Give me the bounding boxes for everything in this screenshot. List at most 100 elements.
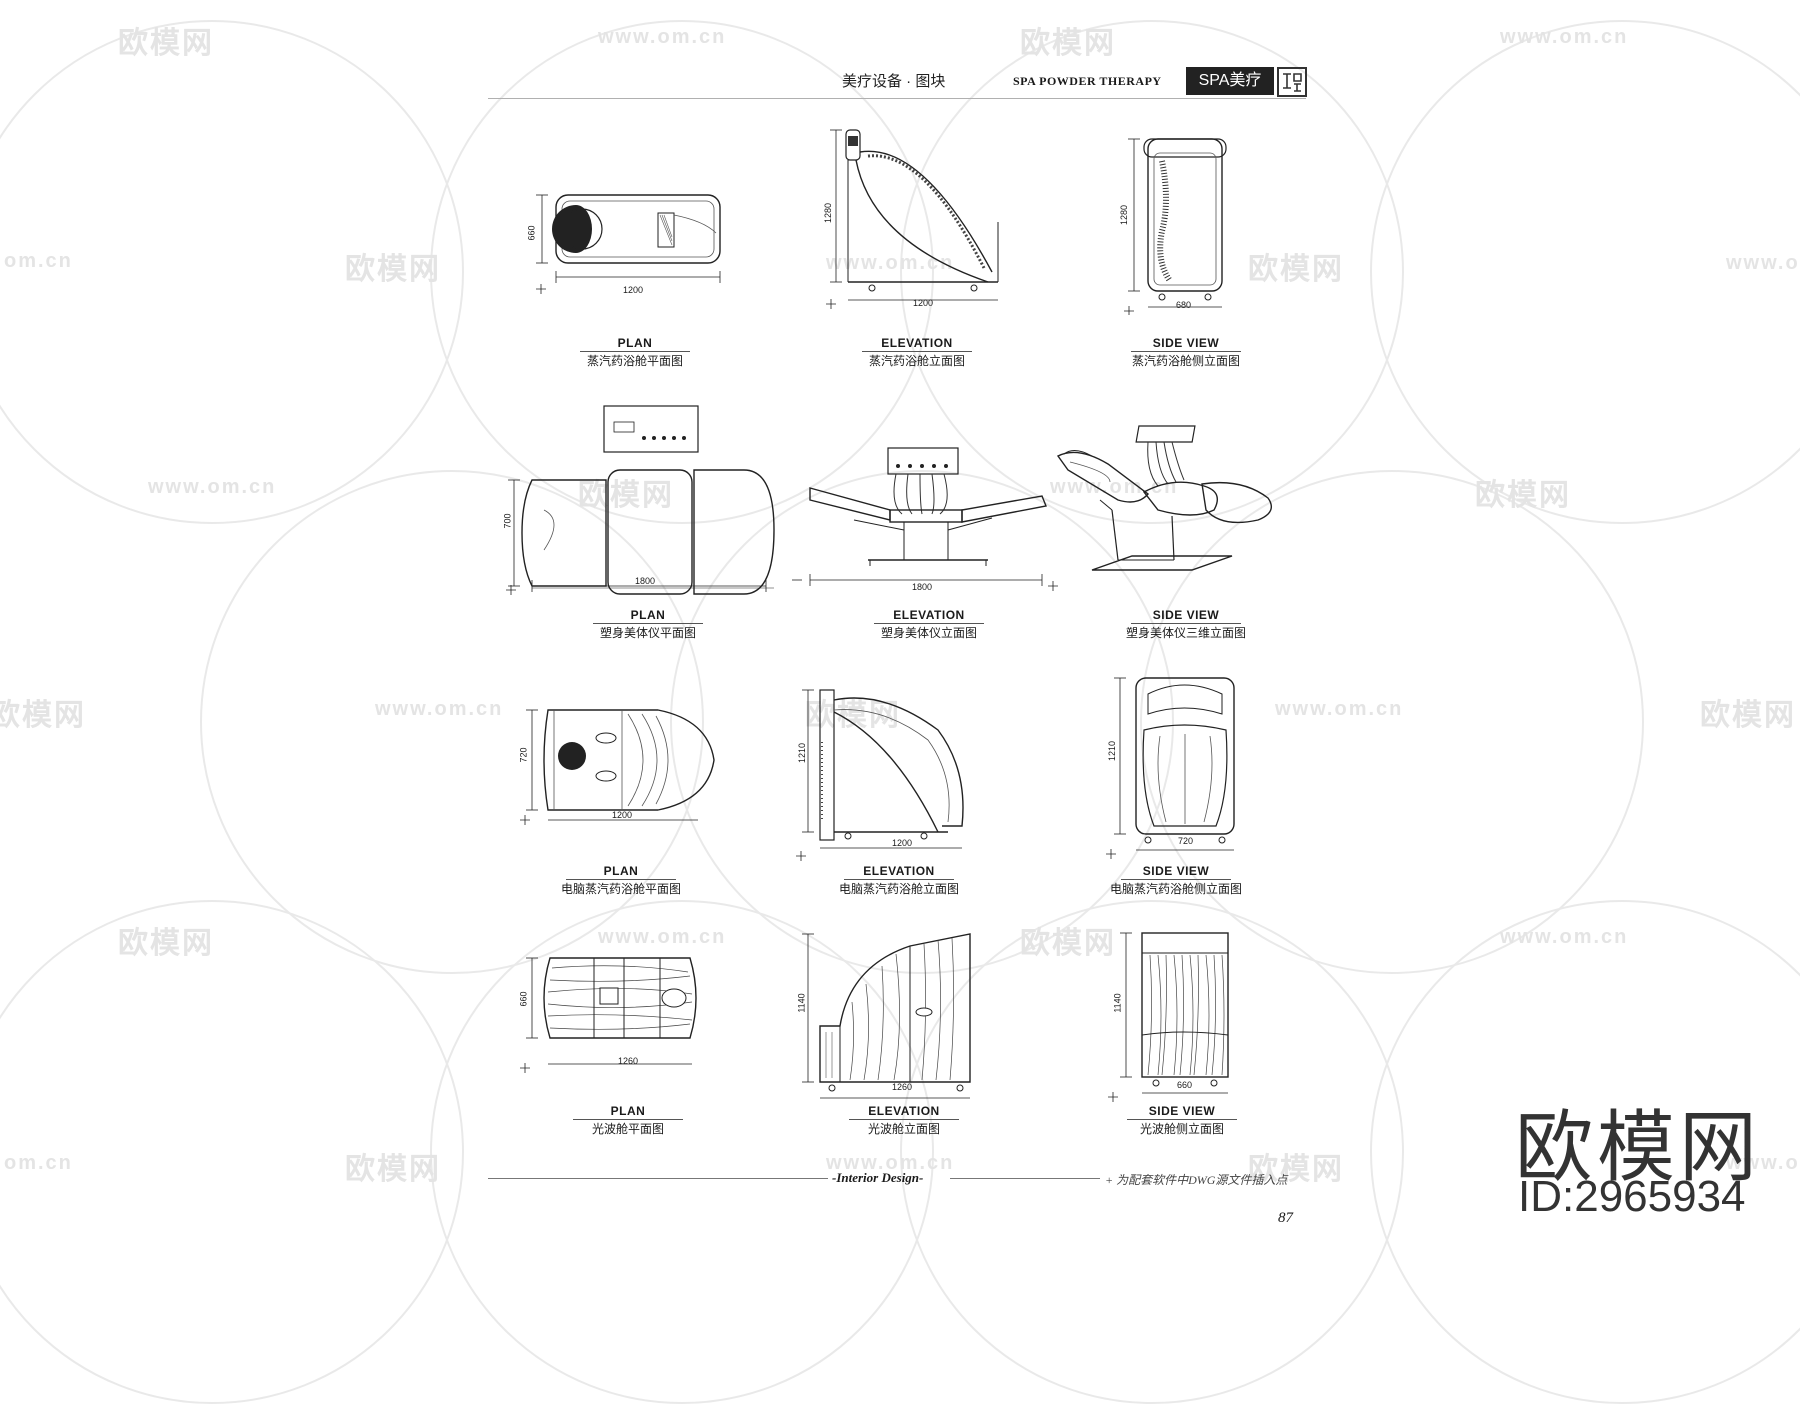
caption-en: ELEVATION bbox=[844, 864, 954, 880]
slimming-device-plan-drawing bbox=[508, 405, 775, 595]
dimension-label: 1260 bbox=[618, 1056, 639, 1066]
caption-elevation: ELEVATION 电脑蒸汽药浴舱立面图 bbox=[814, 864, 984, 898]
computer-steam-bath-elevation-drawing bbox=[796, 689, 964, 861]
caption-en: ELEVATION bbox=[874, 608, 984, 624]
dimension-label: 1140 bbox=[796, 993, 807, 1013]
caption-elevation: ELEVATION 塑身美体仪立面图 bbox=[844, 608, 1014, 642]
dimension-label: 1260 bbox=[892, 1082, 913, 1092]
caption-en: PLAN bbox=[580, 336, 690, 352]
watermark-url: www.om.cn bbox=[1500, 926, 1629, 948]
watermark-url: om.cn bbox=[4, 250, 73, 272]
watermark-url: www.om.cn bbox=[1726, 252, 1800, 274]
dimension-label: 660 bbox=[526, 225, 537, 241]
watermark-logo: 欧模网 bbox=[1475, 479, 1571, 512]
caption-cn: 光波舱侧立面图 bbox=[1139, 1122, 1224, 1136]
dimension-label: 1200 bbox=[612, 810, 633, 820]
caption-cn: 光波舱平面图 bbox=[591, 1122, 664, 1136]
watermark-url: www.om.cn bbox=[598, 26, 727, 48]
slimming-device-elevation-drawing bbox=[792, 447, 1058, 591]
page-number: 87 bbox=[1278, 1210, 1293, 1226]
header-title-en: SPA POWDER THERAPY bbox=[1013, 74, 1162, 88]
steam-bath-plan-drawing bbox=[536, 194, 721, 294]
seal-icon bbox=[1277, 67, 1307, 97]
light-wave-cabin-side-drawing bbox=[1108, 932, 1229, 1102]
computer-steam-bath-side-drawing bbox=[1106, 677, 1235, 859]
caption-plan: PLAN 蒸汽药浴舱平面图 bbox=[550, 336, 720, 370]
dimension-label: 1280 bbox=[1119, 204, 1130, 226]
header-rule bbox=[488, 98, 1306, 99]
caption-cn: 光波舱立面图 bbox=[867, 1122, 940, 1136]
dimension-label: 720 bbox=[518, 747, 529, 763]
caption-plan: PLAN 电脑蒸汽药浴舱平面图 bbox=[536, 864, 706, 898]
caption-elevation: ELEVATION 光波舱立面图 bbox=[819, 1104, 989, 1138]
watermark-circle bbox=[0, 20, 464, 524]
watermark-logo: 欧模网 bbox=[118, 27, 214, 60]
watermark-circle bbox=[1370, 20, 1800, 524]
dimension-label: 1200 bbox=[892, 838, 913, 848]
light-wave-cabin-plan-drawing bbox=[520, 957, 697, 1073]
caption-en: SIDE VIEW bbox=[1127, 1104, 1237, 1120]
watermark-circle bbox=[0, 900, 464, 1404]
dimension-label: 1200 bbox=[623, 285, 644, 295]
dimension-label: 1800 bbox=[635, 576, 656, 586]
caption-en: SIDE VIEW bbox=[1131, 336, 1241, 352]
dimension-label: 1280 bbox=[823, 202, 834, 224]
steam-bath-side-drawing bbox=[1124, 138, 1227, 315]
light-wave-cabin-elevation-drawing bbox=[802, 933, 971, 1099]
watermark-url: www.om.cn bbox=[148, 476, 277, 498]
footer-rule bbox=[950, 1178, 1100, 1179]
dimension-label: 1210 bbox=[1107, 740, 1118, 762]
watermark-logo: 欧模网 bbox=[1020, 27, 1116, 60]
caption-elevation: ELEVATION 蒸汽药浴舱立面图 bbox=[832, 336, 1002, 370]
caption-cn: 蒸汽药浴舱侧立面图 bbox=[1131, 354, 1240, 368]
dimension-label: 1800 bbox=[912, 582, 933, 592]
watermark-logo: 欧模网 bbox=[345, 253, 441, 286]
dimension-label: 1140 bbox=[1112, 993, 1123, 1013]
header-badge: SPA美疗 bbox=[1186, 67, 1274, 95]
caption-cn: 塑身美体仪平面图 bbox=[599, 626, 696, 640]
caption-cn: 电脑蒸汽药浴舱立面图 bbox=[838, 882, 959, 896]
dimension-label: 1210 bbox=[797, 742, 808, 764]
caption-en: ELEVATION bbox=[862, 336, 972, 352]
caption-cn: 塑身美体仪三维立面图 bbox=[1125, 626, 1246, 640]
caption-side-view: SIDE VIEW 电脑蒸汽药浴舱侧立面图 bbox=[1091, 864, 1261, 898]
caption-cn: 电脑蒸汽药浴舱侧立面图 bbox=[1109, 882, 1242, 896]
computer-steam-bath-plan-drawing bbox=[520, 709, 715, 825]
dimension-line bbox=[506, 580, 767, 595]
caption-cn: 塑身美体仪立面图 bbox=[880, 626, 977, 640]
caption-plan: PLAN 塑身美体仪平面图 bbox=[563, 608, 733, 642]
caption-en: PLAN bbox=[566, 864, 676, 880]
watermark-logo: 欧模网 bbox=[118, 927, 214, 960]
caption-side-view: SIDE VIEW 光波舱侧立面图 bbox=[1097, 1104, 1267, 1138]
watermark-url: om.cn bbox=[4, 1152, 73, 1174]
footer-rule bbox=[488, 1178, 828, 1179]
caption-en: SIDE VIEW bbox=[1121, 864, 1231, 880]
dimension-label: 720 bbox=[1178, 836, 1194, 846]
caption-en: SIDE VIEW bbox=[1131, 608, 1241, 624]
footer-note: + 为配套软件中DWG源文件插入点 bbox=[1105, 1173, 1288, 1187]
caption-cn: 电脑蒸汽药浴舱平面图 bbox=[560, 882, 681, 896]
caption-en: PLAN bbox=[573, 1104, 683, 1120]
caption-cn: 蒸汽药浴舱立面图 bbox=[868, 354, 965, 368]
caption-cn: 蒸汽药浴舱平面图 bbox=[586, 354, 683, 368]
caption-en: ELEVATION bbox=[849, 1104, 959, 1120]
watermark-url: www.om.cn bbox=[1275, 698, 1404, 720]
footer-title: -Interior Design- bbox=[832, 1170, 924, 1185]
watermark-url: www.om.cn bbox=[375, 698, 504, 720]
watermark-logo: 欧模网 bbox=[345, 1153, 441, 1186]
watermark-logo: 欧模网 bbox=[0, 699, 86, 732]
dimension-label: 660 bbox=[1177, 1080, 1193, 1090]
watermark-url: www.om.cn bbox=[1500, 26, 1629, 48]
brand-logo: 欧模网 bbox=[1515, 1103, 1762, 1191]
brand-id: ID:2965934 bbox=[1518, 1172, 1746, 1221]
watermark-logo: 欧模网 bbox=[1700, 699, 1796, 732]
dimension-label: 680 bbox=[1176, 300, 1192, 310]
dimension-label: 700 bbox=[502, 513, 513, 529]
header-title-cn: 美疗设备 · 图块 bbox=[842, 73, 946, 90]
caption-plan: PLAN 光波舱平面图 bbox=[543, 1104, 713, 1138]
caption-en: PLAN bbox=[593, 608, 703, 624]
dimension-label: 660 bbox=[518, 991, 529, 1007]
watermark-logo: 欧模网 bbox=[1248, 253, 1344, 286]
caption-side-view: SIDE VIEW 塑身美体仪三维立面图 bbox=[1101, 608, 1271, 642]
watermark-url: www.om.cn bbox=[598, 926, 727, 948]
